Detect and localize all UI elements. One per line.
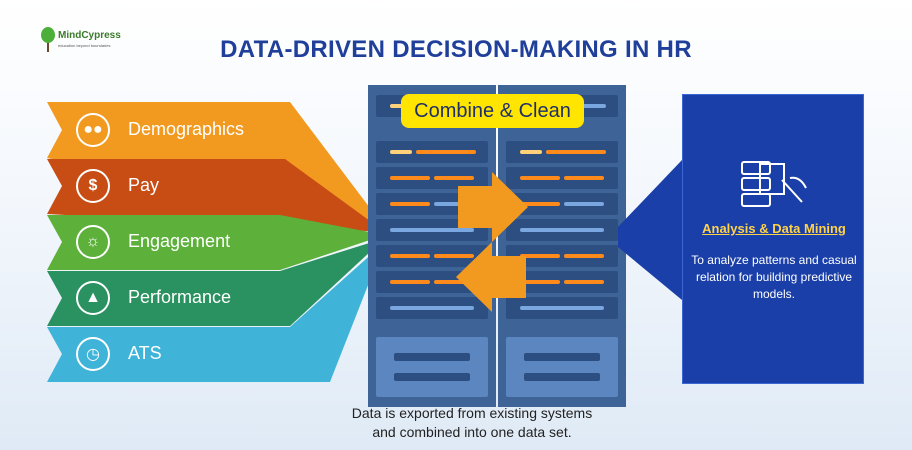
category-pay: Pay (128, 175, 160, 195)
arrow-pay (47, 159, 385, 232)
idea-people-icon: ☼ (76, 225, 110, 259)
category-ats: ATS (128, 343, 162, 363)
analysis-description: To analyze patterns and casual relation … (691, 253, 857, 301)
caption: Data is exported from existing systems a… (351, 405, 593, 440)
performance-chart-icon: ▲ (76, 281, 110, 315)
logo-tagline: education beyond boundaries (58, 43, 111, 48)
arrow-engagement (47, 215, 385, 270)
arrow-performance (47, 238, 385, 326)
people-group-icon: ●● (76, 113, 110, 147)
arrow-left-exchange (456, 242, 526, 312)
arrow-right-exchange (458, 172, 528, 242)
category-engagement: Engagement (128, 231, 231, 251)
tree-icon (41, 27, 55, 52)
clock-briefcase-icon: ◷ (76, 337, 110, 371)
arrow-ats (47, 242, 385, 382)
page-title: DATA-DRIVEN DECISION-MAKING IN HR (220, 36, 692, 63)
dollar-icon: $ (76, 169, 110, 203)
server-mining-icon (741, 161, 807, 207)
analysis-panel (682, 94, 864, 384)
brand-logo: MindCypress education beyond boundaries (40, 26, 160, 54)
server-right (498, 85, 626, 407)
combine-clean-label: Combine & Clean (401, 94, 584, 128)
category-demographics: Demographics (128, 119, 245, 139)
logo-name: MindCypress (58, 30, 121, 41)
category-performance: Performance (128, 287, 232, 307)
connector-to-analysis (618, 160, 682, 300)
analysis-title: Analysis & Data Mining (702, 221, 846, 236)
